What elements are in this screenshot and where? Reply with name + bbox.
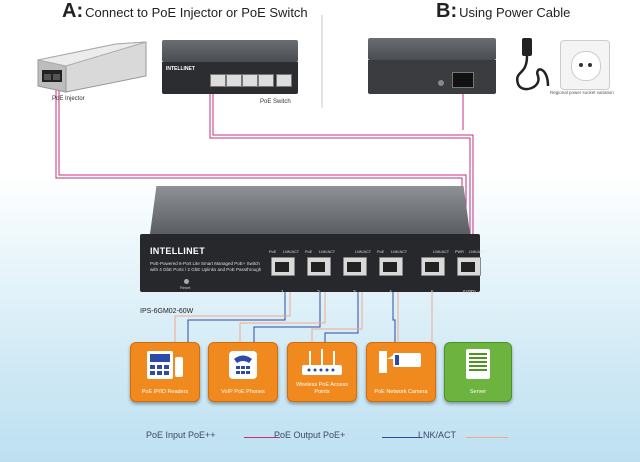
- phone-icon: [229, 351, 257, 379]
- switch-brand: INTELLINET: [150, 246, 205, 256]
- port-3-lnk-label: LNK/ACT: [355, 250, 372, 254]
- poe-injector-label: PoE Injector: [52, 96, 85, 102]
- legend-lnk-act-swatch: [466, 437, 508, 438]
- port-5-jack[interactable]: [421, 257, 445, 276]
- port-2-lnk-label: LNK/ACT: [319, 250, 336, 254]
- reset-label: Reset: [180, 285, 191, 290]
- power-cable-image: [516, 38, 550, 91]
- port-6-jack[interactable]: [457, 257, 481, 276]
- legend-poe-input-label: PoE Input PoE++: [146, 430, 216, 440]
- port-3-jack[interactable]: [343, 257, 367, 276]
- poe-injector-image: [37, 41, 147, 93]
- device-server: Server: [444, 342, 512, 402]
- switch-model: IPS-6GM02-60W: [140, 308, 194, 315]
- port-4-lnk-label: LNK/ACT: [391, 250, 408, 254]
- port-4-number: 4: [389, 290, 392, 296]
- server-label: Server: [469, 389, 487, 395]
- voip-phone-label: VoIP PoE Phones: [221, 389, 265, 395]
- device-voip-phone: VoIP PoE Phones: [208, 342, 278, 402]
- section-a-letter: A:: [62, 0, 84, 22]
- section-b-title: Using Power Cable: [459, 5, 571, 20]
- port-3-number: 3: [353, 290, 356, 296]
- legend-lnk-act: LNK/ACT: [418, 430, 508, 440]
- reset-button[interactable]: [184, 279, 189, 284]
- port-1-number: 1: [281, 290, 284, 296]
- port-6-pwr-label: PWR: [455, 250, 464, 254]
- poe-switch-label: PoE Switch: [260, 99, 291, 105]
- poe-output-lines: [187, 290, 396, 345]
- poe-switch-image: INTELLINET: [162, 40, 298, 96]
- main-switch: INTELLINET PoE-Powered 6-Port Lite Smart…: [140, 186, 480, 306]
- port-6-lnk-label: LNK/ACT: [469, 250, 486, 254]
- socket-label: Regional power socket variation: [550, 90, 614, 95]
- camera-icon: [379, 351, 421, 373]
- switch-description-1: PoE-Powered 6-Port Lite Smart Managed Po…: [150, 261, 260, 266]
- device-access-point: Wireless PoE Access Points: [287, 342, 357, 402]
- port-2-poe-label: PoE: [305, 250, 313, 254]
- port-1-poe-label: PoE: [269, 250, 277, 254]
- wall-socket-image: [560, 40, 610, 90]
- network-camera-label: PoE Network Camera: [374, 389, 428, 395]
- section-b-letter: B:: [436, 0, 458, 22]
- server-icon: [466, 349, 490, 379]
- legend-poe-output-label: PoE Output PoE+: [274, 430, 346, 440]
- switch-rear-image: [368, 38, 496, 94]
- section-a-title: Connect to PoE Injector or PoE Switch: [85, 5, 308, 20]
- legend-poe-output-swatch: [382, 437, 422, 438]
- device-network-camera: PoE Network Camera: [366, 342, 436, 402]
- port-1-lnk-label: LNK/ACT: [283, 250, 300, 254]
- device-rfid-reader: PoE IP/ID Readers: [130, 342, 200, 402]
- section-b-header: B:Using Power Cable: [436, 0, 570, 23]
- port-6-number: 6(PD): [463, 290, 477, 296]
- access-point-icon: [302, 349, 342, 375]
- legend-lnk-act-label: LNK/ACT: [418, 430, 457, 440]
- port-2-jack[interactable]: [307, 257, 331, 276]
- section-a-header: A:Connect to PoE Injector or PoE Switch: [62, 0, 308, 23]
- port-5-lnk-label: LNK/ACT: [433, 250, 450, 254]
- port-4-jack[interactable]: [379, 257, 403, 276]
- legend-poe-output: PoE Output PoE+: [274, 430, 422, 440]
- power-inlet: [452, 72, 474, 88]
- legend-poe-input-swatch: [244, 437, 280, 438]
- access-point-label: Wireless PoE Access Points: [296, 382, 348, 395]
- rfid-reader-icon: [147, 351, 183, 379]
- poe-switch-brand: INTELLINET: [166, 66, 195, 72]
- switch-description-2: with 4 GbE Ports / 2 GbE Uplinks and PoE…: [150, 267, 262, 272]
- poe-input-line-switch: [209, 92, 474, 265]
- legend-poe-input: PoE Input PoE++: [146, 430, 280, 440]
- port-1-jack[interactable]: [271, 257, 295, 276]
- port-4-poe-label: PoE: [377, 250, 385, 254]
- port-2-number: 2: [317, 290, 320, 296]
- lnk-act-lines: [174, 290, 433, 345]
- port-5-number: 5: [431, 290, 434, 296]
- rfid-reader-label: PoE IP/ID Readers: [141, 389, 189, 395]
